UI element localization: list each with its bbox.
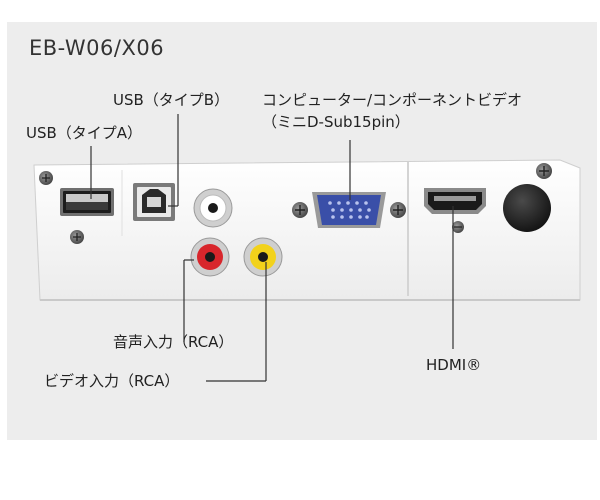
screw-icon <box>292 202 308 218</box>
vga-port-icon <box>312 192 386 228</box>
usb-b-port-icon <box>133 183 175 221</box>
usb-a-port-icon <box>60 188 114 216</box>
label-mini-dsub-15pin: （ミニD-Sub15pin） <box>262 113 410 131</box>
label-usb-type-a: USB（タイプA） <box>26 124 143 142</box>
label-video-input-rca: ビデオ入力（RCA） <box>44 372 180 390</box>
screw-icon <box>39 171 53 185</box>
screw-icon <box>536 163 552 179</box>
model-title: EB-W06/X06 <box>29 36 165 60</box>
rca-jack-icon <box>243 237 283 277</box>
rca-jack-icon <box>190 237 230 277</box>
screw-icon <box>452 221 464 233</box>
leader-lines <box>90 114 454 382</box>
screw-icon <box>70 230 84 244</box>
label-usb-type-b: USB（タイプB） <box>113 91 230 109</box>
label-computer-component-video: コンピューター/コンポーネントビデオ <box>262 91 523 109</box>
screw-icon <box>390 202 406 218</box>
hdmi-port-icon <box>424 188 486 214</box>
rca-jack-icon <box>193 188 233 228</box>
label-audio-input-rca: 音声入力（RCA） <box>113 333 234 351</box>
ir-receiver-icon <box>503 184 551 232</box>
projector-back-panel <box>33 159 581 301</box>
label-hdmi: HDMI® <box>426 356 482 374</box>
